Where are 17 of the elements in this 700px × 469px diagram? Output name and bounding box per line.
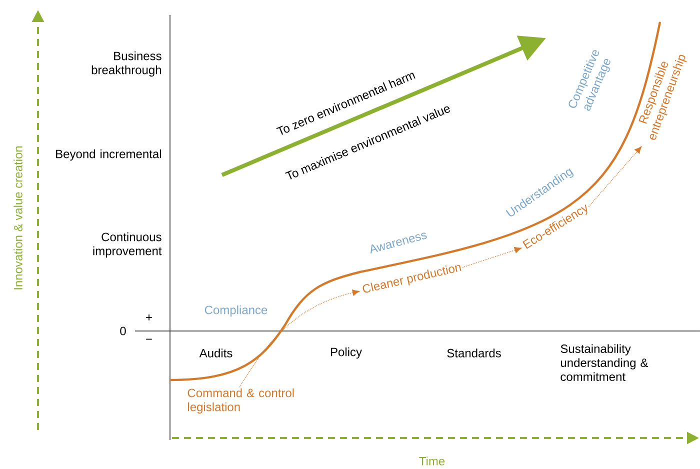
level-label: Continuous improvement — [93, 232, 162, 258]
level-label: Business breakthrough — [92, 51, 162, 77]
tick-sign: 0 — [120, 326, 126, 336]
category-label: Audits — [199, 348, 232, 358]
category-label: Sustainability understanding & commitment — [560, 344, 648, 381]
category-label: Standards — [447, 348, 501, 358]
arrow — [239, 290, 360, 388]
arrow — [588, 146, 642, 208]
axis-title: Time — [419, 456, 445, 466]
stage-label: Compliance — [204, 305, 268, 317]
tick-sign: − — [146, 338, 152, 340]
stage-label: Command & control legislation — [188, 388, 294, 414]
category-label: Policy — [331, 347, 362, 359]
level-label: Beyond incremental — [56, 149, 161, 161]
axis-title: Innovation & value creation — [14, 146, 22, 290]
tick-sign: + — [146, 314, 152, 320]
arrow — [462, 247, 522, 268]
